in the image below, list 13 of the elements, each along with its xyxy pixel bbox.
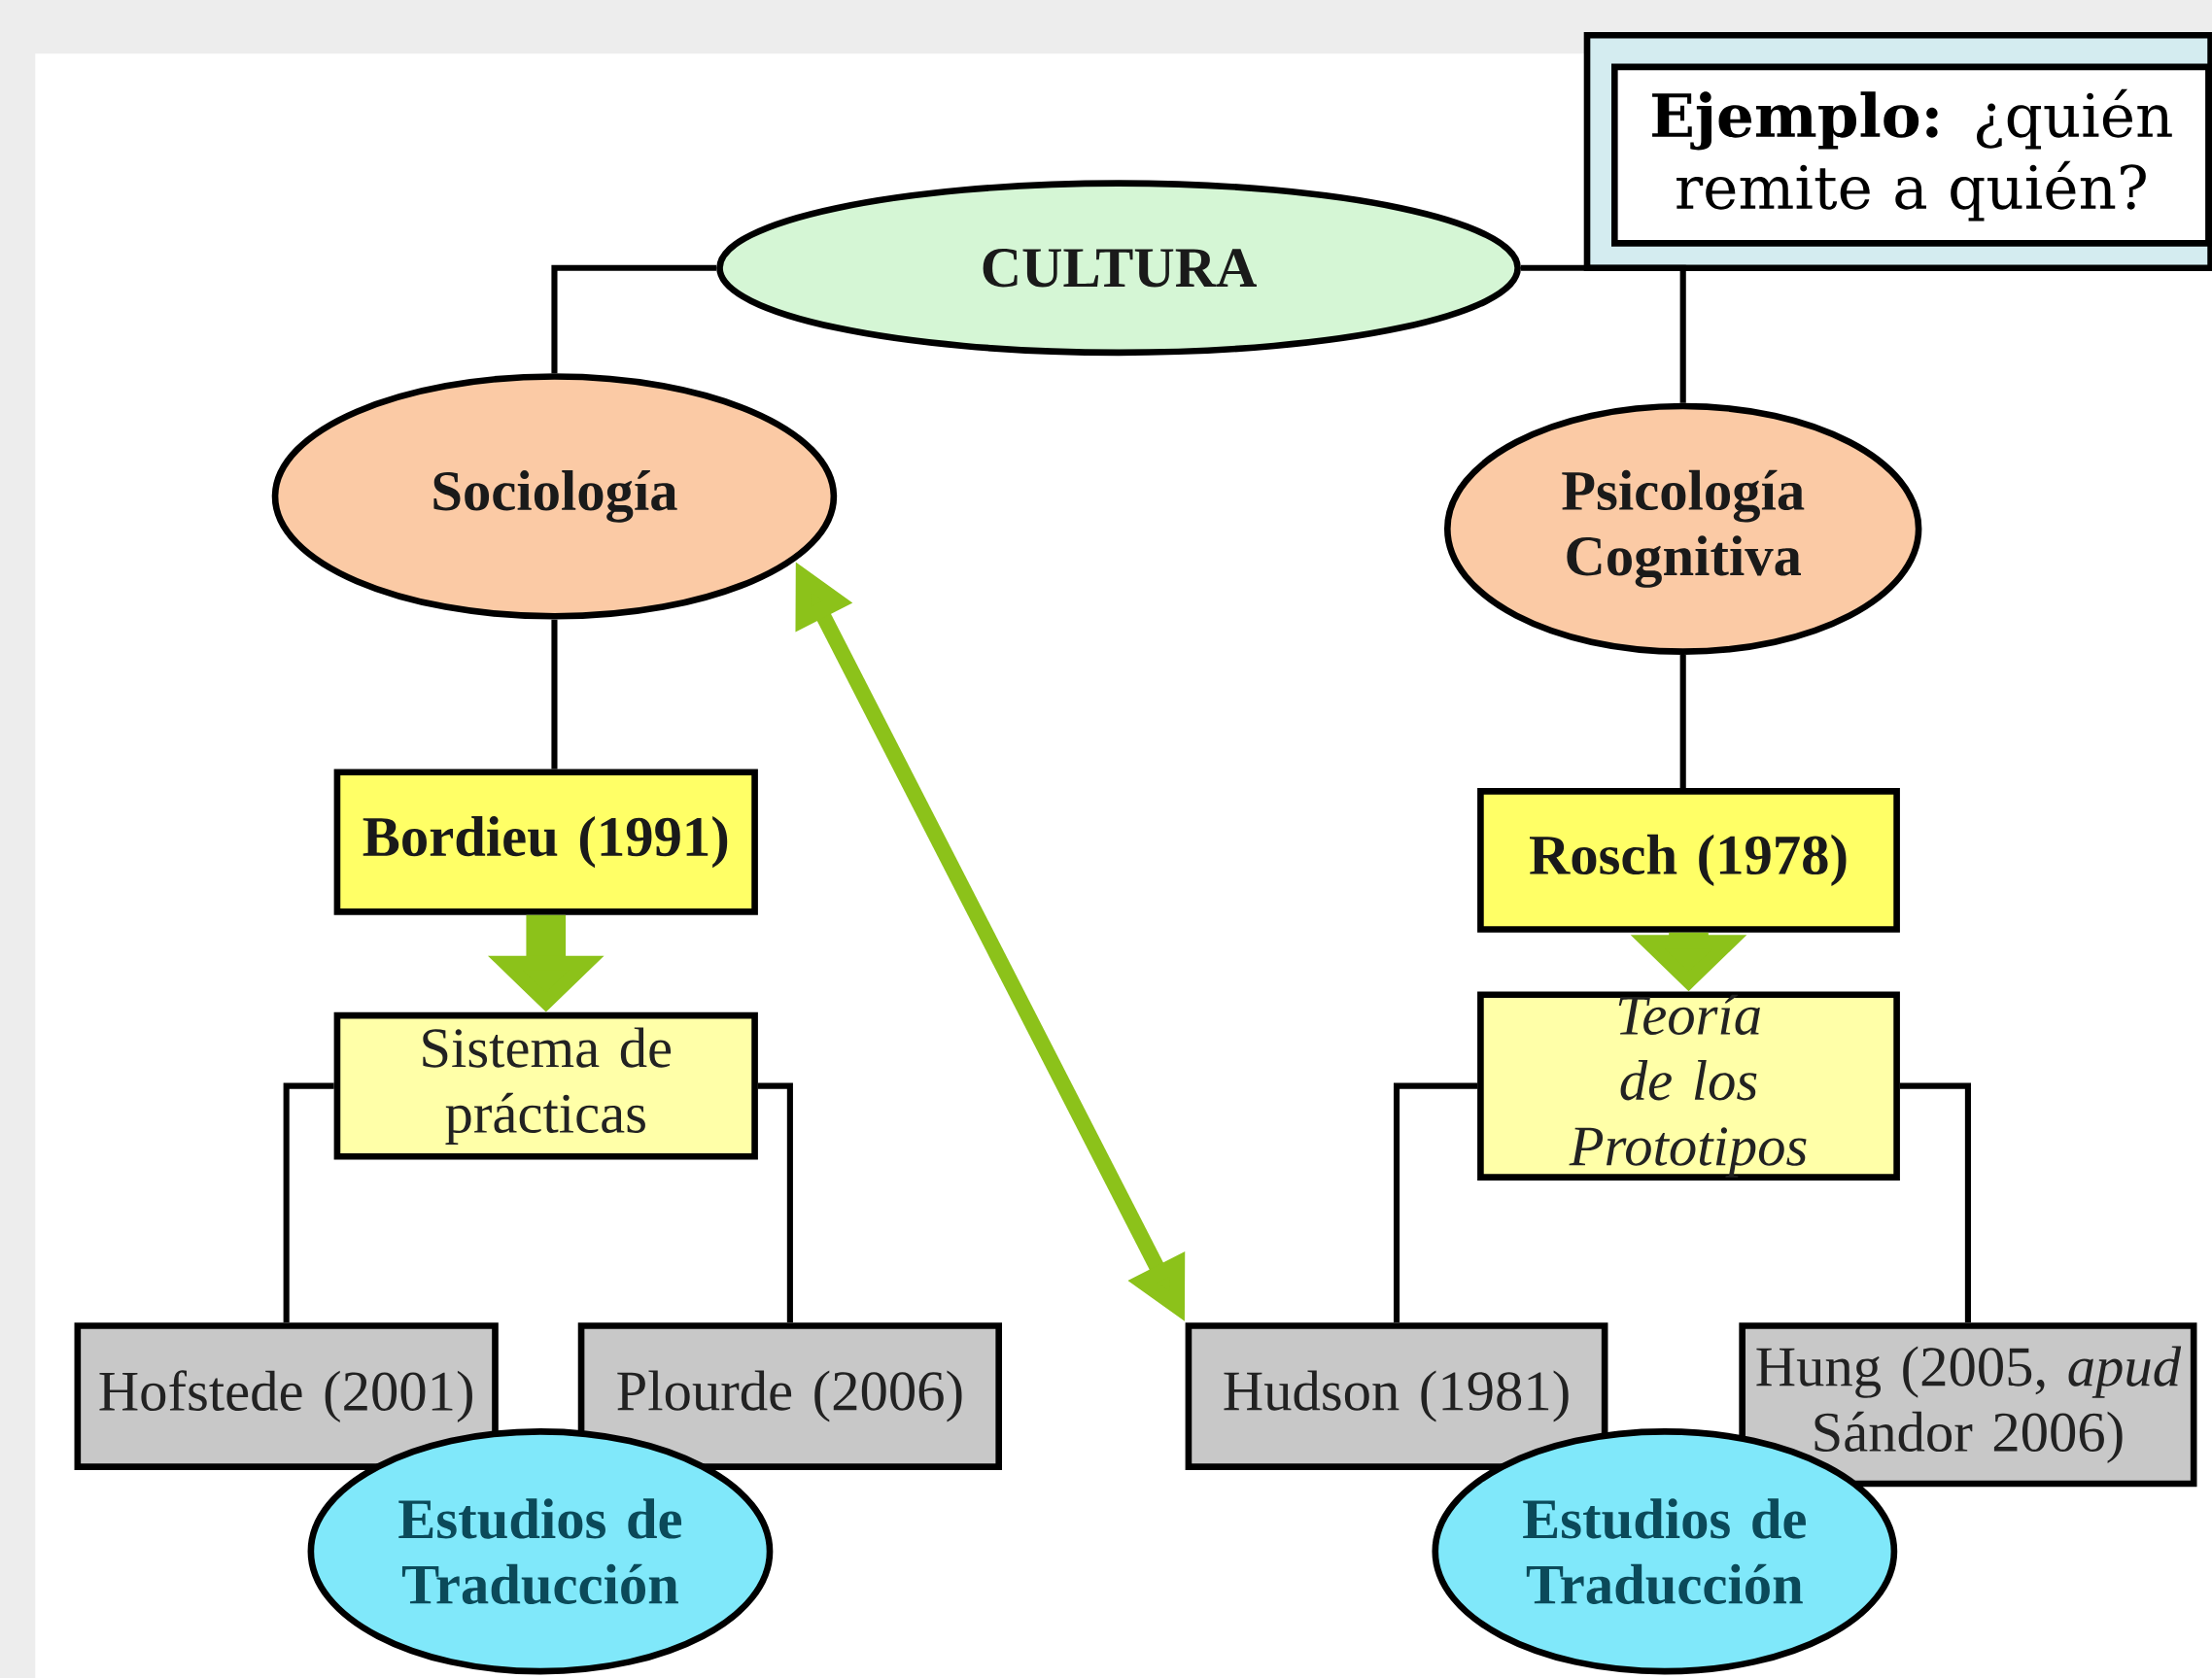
author-box: Hudson (1981) — [1185, 1321, 1608, 1470]
concept-box: Teoría de los Prototipos — [1477, 991, 1900, 1181]
author-box: Bordieu (1991) — [333, 769, 758, 915]
concept-box: Sistema de prácticas — [333, 1011, 758, 1160]
connector-line — [551, 264, 717, 374]
author-box: Plourde (2006) — [577, 1321, 1002, 1470]
example-box: Ejemplo: ¿quién remite a quién? — [1583, 31, 2212, 271]
author-box: Hofstede (2001) — [74, 1321, 499, 1470]
connector-line — [1520, 264, 1686, 403]
author-box: Hung (2005, apud Sándor 2006) — [1739, 1321, 2197, 1488]
connector-line — [551, 619, 558, 770]
connector-line — [1679, 654, 1686, 788]
author-box: Rosch (1978) — [1477, 787, 1900, 933]
